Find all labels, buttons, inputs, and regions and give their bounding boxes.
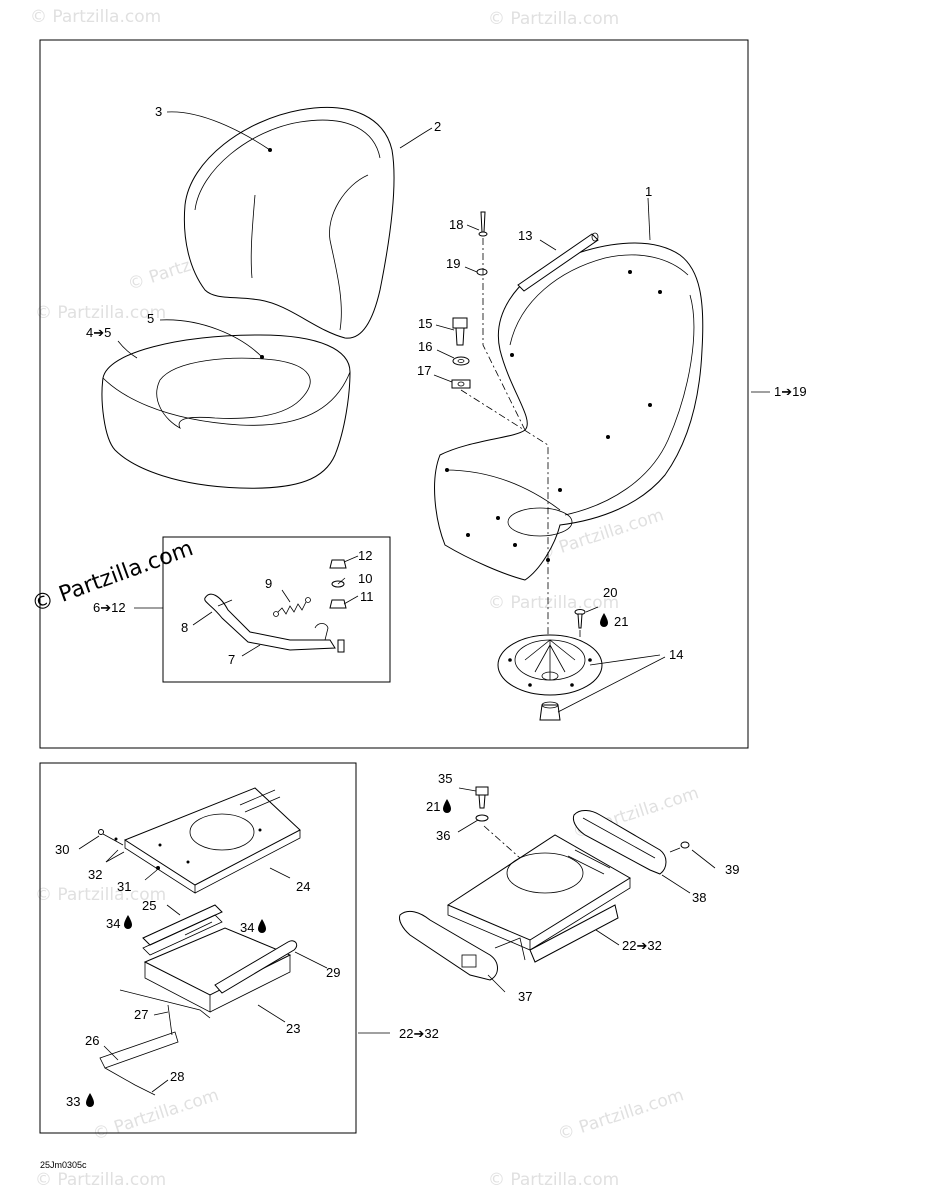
callout-17: 17	[417, 363, 431, 378]
callout-19: 19	[446, 256, 460, 271]
oil-drop-icon	[443, 799, 451, 813]
callout-21: 21	[614, 614, 628, 629]
mounting-plate	[123, 787, 301, 894]
diagram-code: 25Jm0305c	[40, 1160, 87, 1170]
callout-35: 35	[438, 771, 452, 786]
callout-39: 39	[725, 862, 739, 877]
callout-10: 10	[358, 571, 372, 586]
callout-28: 28	[170, 1069, 184, 1084]
callout-37: 37	[518, 989, 532, 1004]
callout-32: 32	[88, 867, 102, 882]
oil-drop-icons	[86, 613, 608, 1107]
callout-12: 12	[358, 548, 372, 563]
watermark: © Partzilla.com	[90, 1085, 221, 1145]
rivet-stack	[476, 211, 488, 276]
release-rod	[99, 989, 211, 1096]
callout-36: 36	[436, 828, 450, 843]
callout-34: 34	[240, 920, 254, 935]
callout-6-12: 6➔12	[93, 600, 126, 615]
slide-rail	[142, 904, 223, 956]
bolt-stack	[451, 317, 471, 389]
callout-18: 18	[449, 217, 463, 232]
callout-4-5: 4➔5	[86, 325, 111, 340]
callout-22-32: 22➔32	[399, 1026, 439, 1041]
callout-31: 31	[117, 879, 131, 894]
watermark: © Partzilla.com	[488, 1170, 619, 1190]
watermark: © Partzilla.com	[488, 9, 619, 29]
leader-lines	[78, 111, 770, 1093]
callout-30: 30	[55, 842, 69, 857]
callout-20: 20	[603, 585, 617, 600]
callout-9: 9	[265, 576, 272, 591]
callout-2: 2	[434, 119, 441, 134]
right-cover	[572, 810, 667, 875]
oil-drop-icon	[124, 915, 132, 929]
callout-1-19: 1➔19	[774, 384, 807, 399]
right-bolt	[475, 786, 489, 822]
callout-27: 27	[134, 1007, 148, 1022]
callout-3: 3	[155, 104, 162, 119]
upper-assembly-frame	[39, 39, 749, 749]
watermark: © Partzilla.com	[488, 593, 619, 613]
callout-13: 13	[518, 228, 532, 243]
oil-drop-icon	[600, 613, 608, 627]
seat-pan	[434, 242, 704, 581]
callout-24: 24	[296, 879, 310, 894]
callout-15: 15	[418, 316, 432, 331]
spring	[273, 597, 311, 617]
watermark: © Partzilla.com	[35, 885, 166, 905]
grab-tube	[517, 232, 599, 292]
swivel-plate	[497, 634, 603, 721]
release-lever	[204, 593, 336, 651]
callout-1: 1	[645, 184, 652, 199]
callout-14: 14	[669, 647, 683, 662]
watermark: © Partzilla.com	[35, 303, 166, 323]
oil-drop-icon	[258, 919, 266, 933]
callout-11: 11	[360, 589, 374, 604]
watermark: © Partzilla.com	[35, 1170, 166, 1190]
seat-cushion	[101, 334, 351, 489]
seat-slide-base	[143, 927, 298, 1013]
watermark: © Partzilla.com	[555, 1085, 686, 1145]
lever-kit-frame	[162, 536, 391, 683]
callout-5: 5	[147, 311, 154, 326]
callout-26: 26	[85, 1033, 99, 1048]
callout-29: 29	[326, 965, 340, 980]
cover-screw	[669, 841, 690, 853]
screw	[574, 609, 586, 629]
seat-backrest	[183, 106, 395, 339]
oil-drop-icon	[86, 1093, 94, 1107]
callout-34: 34	[106, 916, 120, 931]
alignment-line	[460, 389, 549, 640]
callout-23: 23	[286, 1021, 300, 1036]
callout-8: 8	[181, 620, 188, 635]
callout-33: 33	[66, 1094, 80, 1109]
small-fasteners	[98, 829, 160, 870]
callout-16: 16	[418, 339, 432, 354]
callout-7: 7	[228, 652, 235, 667]
left-cover	[399, 910, 526, 981]
alignment-line	[482, 238, 526, 431]
callout-22-32: 22➔32	[622, 938, 662, 953]
watermark: © Partzilla.com	[30, 7, 161, 27]
lever-hardware	[329, 559, 347, 653]
slide-rail-frame	[39, 762, 357, 1134]
callout-labels: 3 2 1 18 13 19 5 15 4➔5 16 17 1➔19 12 9 …	[55, 104, 807, 1109]
slide-assembly	[446, 834, 631, 963]
callout-21: 21	[426, 799, 440, 814]
callout-38: 38	[692, 890, 706, 905]
callout-25: 25	[142, 898, 156, 913]
